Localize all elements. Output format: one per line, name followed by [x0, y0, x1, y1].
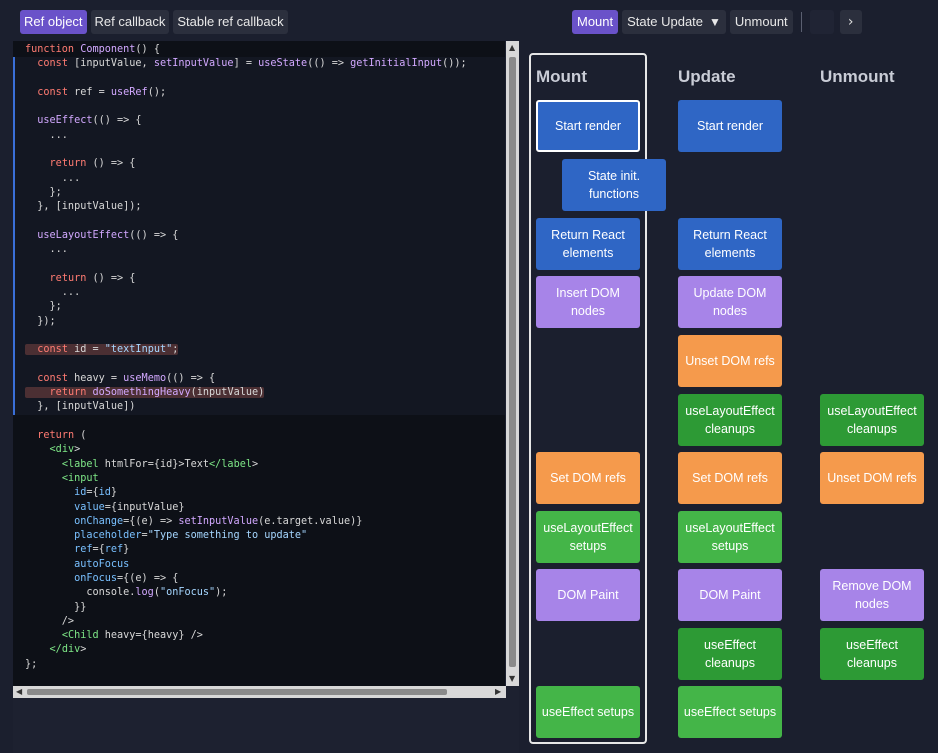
- mount-step-layout-setups[interactable]: useLayoutEffect setups: [536, 511, 640, 563]
- mount-step-dom-paint[interactable]: DOM Paint: [536, 569, 640, 621]
- update-step-return-elements[interactable]: Return React elements: [678, 218, 782, 270]
- mount-step-insert-dom[interactable]: Insert DOM nodes: [536, 276, 640, 328]
- unmount-step-effect-cleanups[interactable]: useEffect cleanups: [820, 628, 924, 680]
- update-step-effect-setups[interactable]: useEffect setups: [678, 686, 782, 738]
- update-step-effect-cleanups[interactable]: useEffect cleanups: [678, 628, 782, 680]
- horizontal-scrollbar[interactable]: ◀ ▶: [13, 686, 506, 698]
- scroll-up-icon[interactable]: ▲: [509, 44, 515, 52]
- update-step-set-refs[interactable]: Set DOM refs: [678, 452, 782, 504]
- vertical-scrollbar[interactable]: ▲ ▼: [506, 41, 519, 686]
- scroll-right-icon[interactable]: ▶: [495, 688, 501, 696]
- mount-step-effect-setups[interactable]: useEffect setups: [536, 686, 640, 738]
- code-viewport[interactable]: function Component() { const [inputValue…: [13, 41, 505, 686]
- horizontal-scroll-thumb[interactable]: [27, 689, 447, 695]
- tab-ref-callback[interactable]: Ref callback: [91, 10, 170, 34]
- unmount-step-layout-cleanups[interactable]: useLayoutEffect cleanups: [820, 394, 924, 446]
- source-code: function Component() { const [inputValue…: [25, 43, 467, 672]
- update-step-layout-cleanups[interactable]: useLayoutEffect cleanups: [678, 394, 782, 446]
- mount-step-return-elements[interactable]: Return React elements: [536, 218, 640, 270]
- highlighted-line: const id = "textInput";: [25, 344, 178, 355]
- column-title-unmount: Unmount: [820, 67, 895, 87]
- next-step-button[interactable]: ›: [840, 10, 862, 34]
- highlight-gutter-bar: [13, 57, 15, 415]
- update-step-dom-paint[interactable]: DOM Paint: [678, 569, 782, 621]
- lifecycle-diagram: Mount Update Unmount Start render State …: [520, 41, 938, 753]
- mount-step-set-refs[interactable]: Set DOM refs: [536, 452, 640, 504]
- example-tabs: Ref object Ref callback Stable ref callb…: [20, 10, 288, 34]
- lifecycle-controls: Mount State Update ▼ Unmount ›: [572, 10, 862, 34]
- vertical-scroll-thumb[interactable]: [509, 57, 516, 667]
- update-step-unset-refs[interactable]: Unset DOM refs: [678, 335, 782, 387]
- mount-button[interactable]: Mount: [572, 10, 618, 34]
- highlighted-line: return doSomethingHeavy(inputValue): [25, 387, 264, 398]
- mount-step-state-init[interactable]: State init. functions: [562, 159, 666, 211]
- code-editor: function Component() { const [inputValue…: [13, 41, 519, 753]
- update-step-start-render[interactable]: Start render: [678, 100, 782, 152]
- unmount-button[interactable]: Unmount: [730, 10, 793, 34]
- scroll-down-icon[interactable]: ▼: [509, 675, 515, 683]
- mount-step-start-render[interactable]: Start render: [536, 100, 640, 152]
- toolbar-divider: [801, 12, 802, 32]
- empty-button: [810, 10, 834, 34]
- tab-ref-object[interactable]: Ref object: [20, 10, 87, 34]
- update-step-layout-setups[interactable]: useLayoutEffect setups: [678, 511, 782, 563]
- state-update-dropdown[interactable]: State Update ▼: [622, 10, 726, 34]
- unmount-step-unset-refs[interactable]: Unset DOM refs: [820, 452, 924, 504]
- mount-column-frame: [529, 53, 647, 744]
- state-update-label: State Update: [627, 14, 703, 29]
- scroll-left-icon[interactable]: ◀: [16, 688, 22, 696]
- tab-stable-ref-callback[interactable]: Stable ref callback: [173, 10, 287, 34]
- column-title-update: Update: [678, 67, 736, 87]
- chevron-down-icon: ▼: [709, 15, 721, 29]
- unmount-step-remove-dom[interactable]: Remove DOM nodes: [820, 569, 924, 621]
- update-step-update-dom[interactable]: Update DOM nodes: [678, 276, 782, 328]
